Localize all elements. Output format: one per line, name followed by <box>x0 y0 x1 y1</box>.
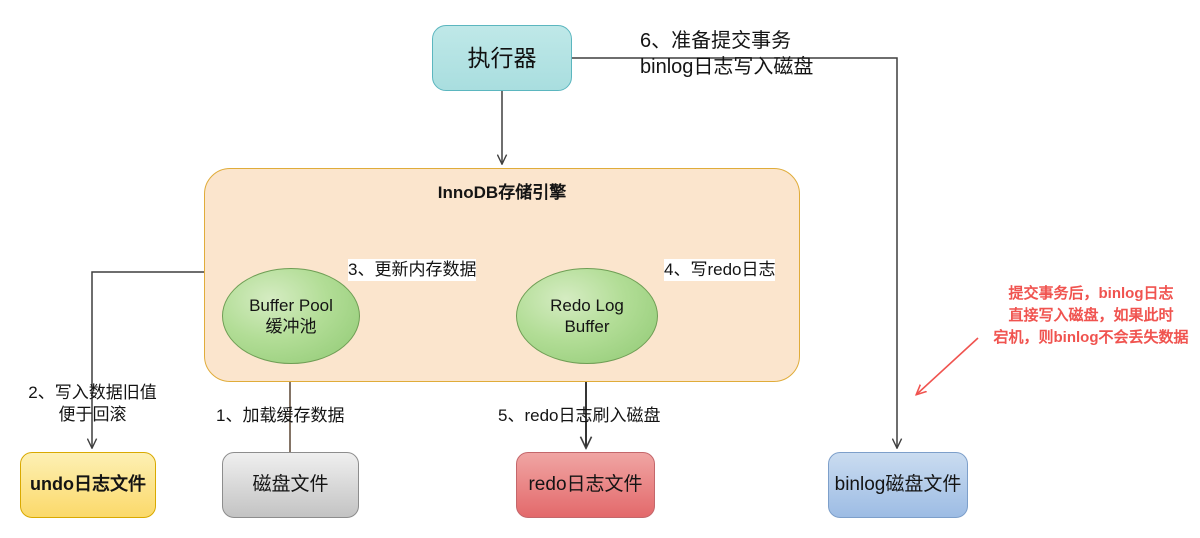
node-undo-log-file[interactable]: undo日志文件 <box>20 452 156 518</box>
node-redo-log-file[interactable]: redo日志文件 <box>516 452 655 518</box>
connector-executor-to-binlog <box>572 57 897 448</box>
binlog-annotation-note: 提交事务后，binlog日志 直接写入磁盘，如果此时 宕机，则binlog不会丢… <box>993 285 1189 346</box>
node-executor[interactable]: 执行器 <box>432 25 572 91</box>
step-2-label: 2、写入数据旧值 便于回滚 <box>28 383 157 425</box>
step-6-label: 6、准备提交事务 binlog日志写入磁盘 <box>640 30 814 79</box>
node-binlog-disk-file[interactable]: binlog磁盘文件 <box>828 452 968 518</box>
node-buffer-pool[interactable]: Buffer Pool 缓冲池 <box>222 268 360 364</box>
innodb-engine-title: InnoDB存储引擎 <box>437 183 567 202</box>
step-3-label: 3、更新内存数据 <box>348 259 477 282</box>
step-1-label: 1、加载缓存数据 <box>216 406 345 425</box>
annotation-arrow <box>917 337 979 394</box>
step-4-label: 4、写redo日志 <box>664 259 776 282</box>
node-disk-file[interactable]: 磁盘文件 <box>222 452 359 518</box>
node-redo-log-buffer[interactable]: Redo Log Buffer <box>516 268 658 364</box>
connector-innodb-to-undo <box>92 271 204 448</box>
step-5-label: 5、redo日志刷入磁盘 <box>498 406 661 425</box>
